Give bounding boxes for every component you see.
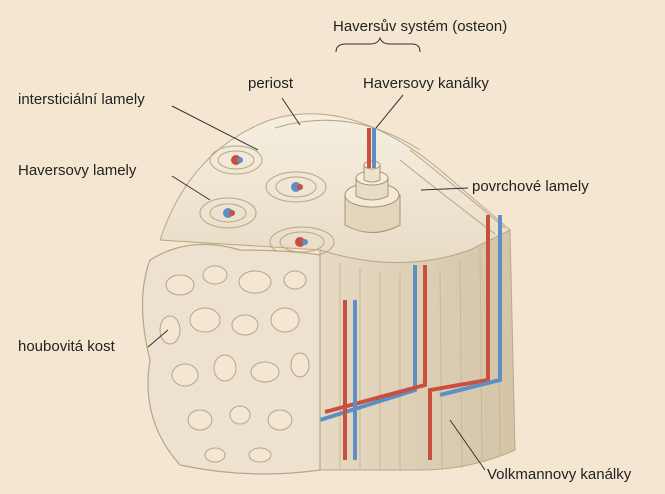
label-spongy-bone: houbovitá kost	[18, 338, 115, 356]
label-haversian-system: Haversův systém (osteon)	[333, 18, 507, 36]
compact-bone-side	[320, 230, 515, 470]
label-haversian-canals: Haversovy kanálky	[363, 75, 489, 93]
label-haversian-lamellae: Haversovy lamely	[18, 162, 136, 180]
label-circumferential-lamellae: povrchové lamely	[472, 178, 589, 196]
label-interstitial-lamellae: intersticiální lamely	[18, 91, 145, 109]
label-periosteum: periost	[248, 75, 293, 93]
label-volkmann-canals: Volkmannovy kanálky	[487, 466, 631, 484]
